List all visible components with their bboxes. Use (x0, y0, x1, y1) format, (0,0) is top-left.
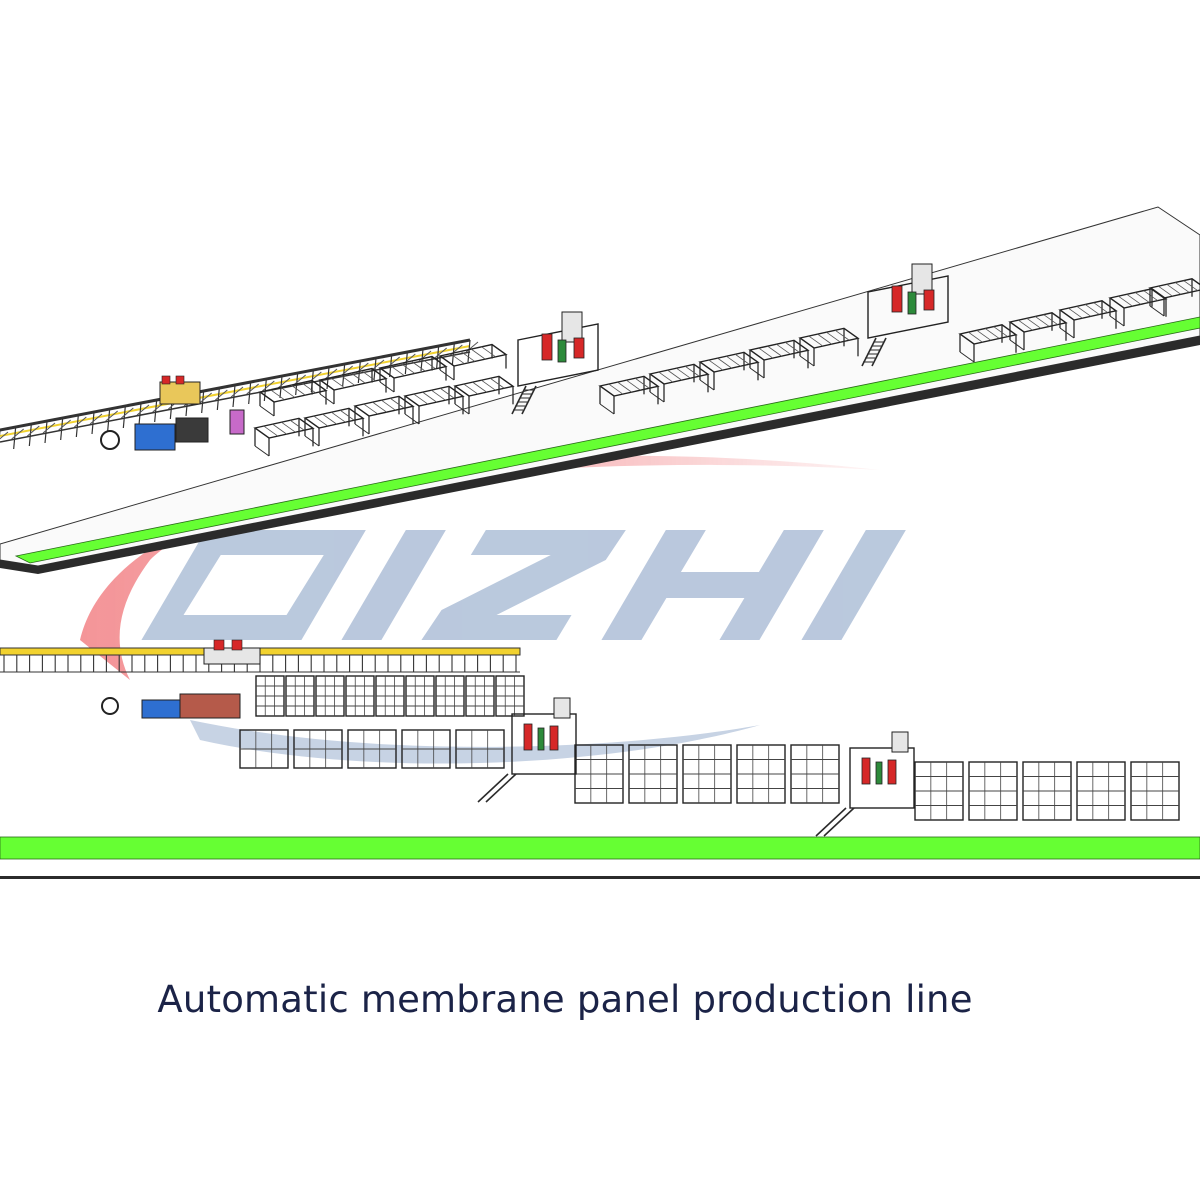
iso-control-cabinet (175, 417, 209, 443)
iso-frame (453, 375, 515, 415)
front-frame (315, 675, 345, 717)
front-frame (495, 675, 525, 717)
watermark-letters (141, 530, 906, 640)
front-frame (375, 675, 405, 717)
iso-frame (598, 375, 660, 415)
front-frame (347, 729, 397, 769)
front-frame (285, 675, 315, 717)
iso-floor-green-stripe (14, 316, 1200, 564)
iso-floor-edge (0, 336, 1200, 574)
iso-frame (318, 367, 388, 405)
front-frame (405, 675, 435, 717)
iso-feeder-motor (175, 375, 185, 385)
front-frame (968, 761, 1018, 821)
isometric-view (0, 206, 1200, 574)
front-floor-edge (0, 876, 1200, 879)
front-frame (1022, 761, 1072, 821)
front-frame (1130, 761, 1180, 821)
iso-frame (1058, 300, 1118, 339)
iso-frame (378, 355, 448, 393)
iso-frame (798, 327, 860, 367)
front-frame (682, 744, 732, 804)
iso-frame (258, 379, 328, 417)
iso-frame (303, 407, 365, 447)
front-welding-station-2 (815, 731, 915, 837)
front-frame (1076, 761, 1126, 821)
iso-machines (100, 263, 949, 451)
iso-electric-box (229, 409, 245, 435)
iso-hydraulic-station (134, 423, 176, 451)
iso-feeder-unit (159, 381, 201, 405)
front-frame (255, 675, 285, 717)
front-frame (628, 744, 678, 804)
iso-frame (698, 351, 760, 391)
iso-feeder-motor (161, 375, 171, 385)
front-frame (345, 675, 375, 717)
diagram-caption: Automatic membrane panel production line (157, 978, 973, 1021)
iso-frame (1148, 278, 1200, 317)
front-feeder-unit (203, 647, 261, 665)
qizhi-logo-watermark (80, 455, 906, 764)
front-welding-frames (239, 675, 1180, 821)
front-frame (293, 729, 343, 769)
iso-frame (403, 385, 465, 425)
watermark-swoosh-bottom (190, 720, 760, 764)
front-machines (101, 639, 915, 837)
front-uncoiler (101, 697, 119, 715)
front-frame (401, 729, 451, 769)
iso-welding-station-1 (511, 311, 599, 415)
front-frame (736, 744, 786, 804)
front-feeder-motor (213, 639, 225, 651)
front-feeder-motor (231, 639, 243, 651)
front-view (0, 639, 1200, 879)
front-frame (435, 675, 465, 717)
front-frame (455, 729, 505, 769)
front-frame (790, 744, 840, 804)
iso-frame (438, 343, 508, 381)
front-welding-station-1 (477, 697, 577, 803)
iso-welding-station-2 (861, 263, 949, 367)
iso-frame (958, 324, 1018, 363)
front-frame (465, 675, 495, 717)
front-frame (914, 761, 964, 821)
front-frame (239, 729, 289, 769)
iso-uncoiler (100, 430, 120, 450)
iso-frame (648, 363, 710, 403)
front-floor-green-stripe (0, 836, 1200, 860)
front-hydraulic-station (141, 699, 181, 719)
iso-welding-frames (253, 278, 1200, 457)
iso-frame (253, 417, 315, 457)
iso-frame (353, 395, 415, 435)
front-control-cabinet (179, 693, 241, 719)
iso-frame (748, 339, 810, 379)
